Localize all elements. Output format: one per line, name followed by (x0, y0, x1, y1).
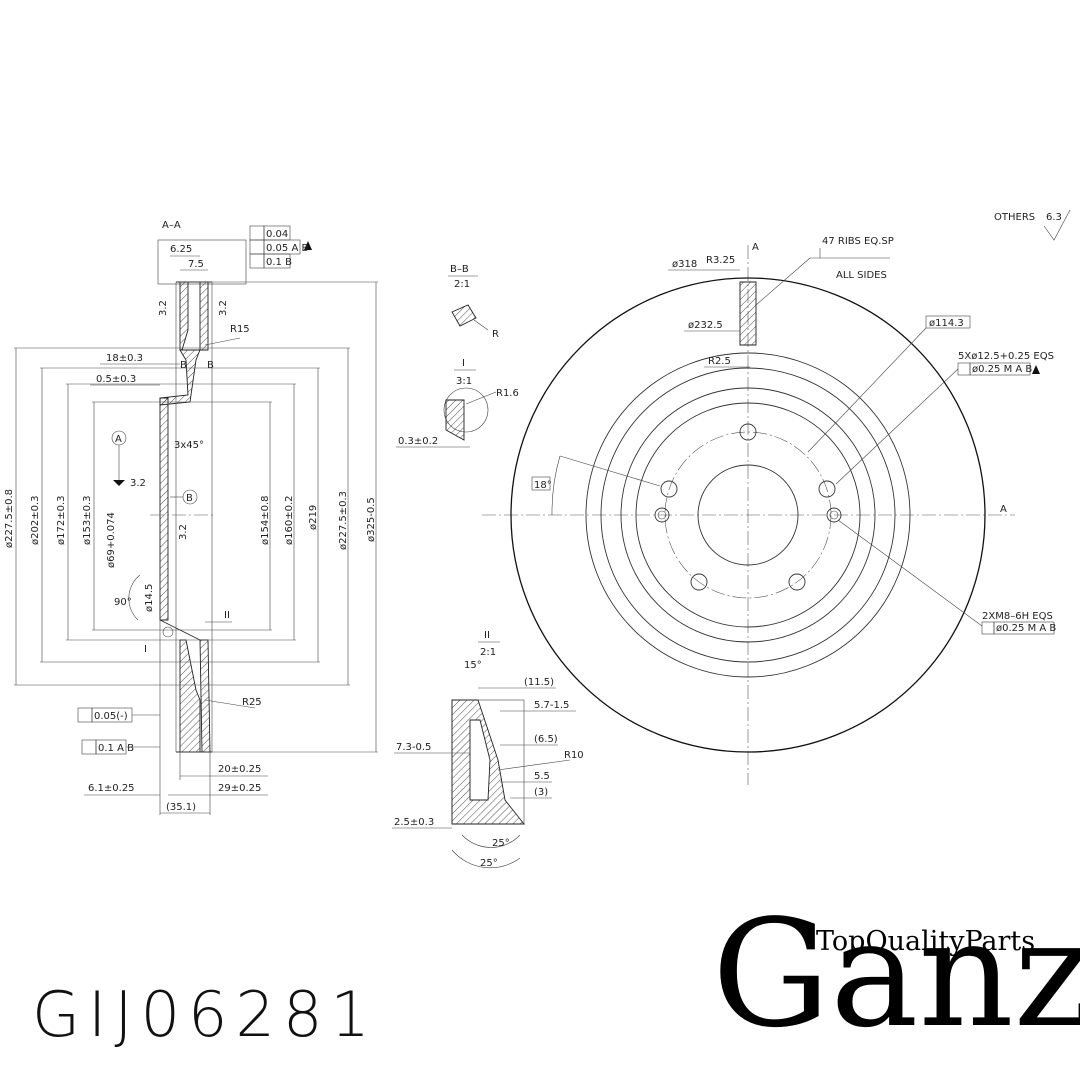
dia-202: ø202±0.3 (30, 496, 41, 546)
section-aa-view: A–A 0.04 0.05 A B 0.1 B 6.25 7.5 (4, 220, 378, 815)
dim-0-5: 0.5±0.3 (96, 374, 136, 385)
dia-160: ø160±0.2 (284, 496, 295, 546)
tol-row1: 0.04 (266, 229, 288, 240)
dim-r15: R15 (230, 324, 250, 335)
dim-20: 20±0.25 (218, 764, 261, 775)
dim-6-25: 6.25 (170, 244, 192, 255)
mark-ii: II (224, 610, 230, 621)
dia-14-5: ø14.5 (144, 584, 155, 612)
ii-r10: R10 (564, 750, 584, 761)
dim-chamfer: 3x45° (174, 440, 204, 451)
dim-35-1: (35.1) (166, 802, 196, 813)
dia-227-5-right: ø227.5±0.3 (338, 491, 349, 550)
i-r16: R1.6 (496, 388, 519, 399)
dia-153: ø153±0.3 (82, 496, 93, 546)
fv-18: 18° (534, 480, 552, 491)
mark-i: I (144, 644, 147, 655)
dim-18: 18±0.3 (106, 353, 143, 364)
brand-tagline: TopQualityParts (816, 926, 1036, 957)
brand-logo: Ganz (712, 888, 1080, 1060)
ii-25a: 25° (492, 838, 510, 849)
ii-scale: 2:1 (480, 647, 496, 658)
detail-i: I 3:1 R1.6 0.3±0.2 (396, 358, 519, 448)
bb-label: B–B (450, 264, 469, 275)
ii-label: II (484, 630, 490, 641)
fv-a-right: A (1000, 504, 1007, 515)
tol-row3: 0.1 B (266, 257, 292, 268)
i-label: I (462, 358, 465, 369)
fv-318: ø318 (672, 259, 697, 270)
lower-tolerance-frames: 0.05(-) 0.1 A B (77, 707, 160, 755)
fv-r25: R2.5 (708, 356, 731, 367)
detail-ii: II 2:1 15° (11.5) 5.7-1.5 7.3-0.5 (6.5) … (392, 630, 584, 869)
ii-6-5: (6.5) (534, 734, 558, 745)
section-aa-label: A–A (162, 220, 181, 231)
ii-25b: 25° (480, 858, 498, 869)
fv-all-sides: ALL SIDES (836, 270, 887, 281)
tol-bottom1: 0.05(-) (94, 711, 128, 722)
dia-172: ø172±0.3 (56, 496, 67, 546)
dim-6-1: 6.1±0.25 (88, 783, 135, 794)
fv-2325: ø232.5 (688, 320, 723, 331)
roughness-mid: 3.2 (130, 478, 146, 489)
dia-325: ø325-0.5 (366, 497, 377, 542)
roughness-right: 3.2 (218, 300, 229, 316)
ii-5-5: 5.5 (534, 771, 550, 782)
dim-r25: R25 (242, 697, 262, 708)
ii-2-5: 2.5±0.3 (394, 817, 434, 828)
dim-7-5: 7.5 (188, 259, 204, 270)
fv-holes5: 5Xø12.5+0.25 EQS (958, 351, 1054, 362)
datum-a-label: A (115, 434, 122, 445)
fv-threads-tol: ø0.25 M A B (996, 623, 1056, 634)
dia-227-5-left: ø227.5±0.8 (4, 489, 15, 548)
fv-a-top: A (752, 242, 759, 253)
ii-3: (3) (534, 787, 548, 798)
fv-threads: 2XM8–6H EQS (982, 611, 1053, 622)
b-mark-2: B (207, 360, 214, 371)
i-d03: 0.3±0.2 (398, 436, 438, 447)
roughness-left: 3.2 (158, 300, 169, 316)
detail-bb: B–B 2:1 R (448, 264, 499, 340)
ii-7-3: 7.3-0.5 (396, 742, 431, 753)
tolerance-frame: 0.04 0.05 A B 0.1 B (249, 225, 312, 269)
dia-69: ø69+0.074 (106, 512, 117, 568)
front-view: ø318 R3.25 47 RIBS EQ.SP ALL SIDES ø232.… (482, 209, 1071, 785)
ii-5-7: 5.7-1.5 (534, 700, 569, 711)
angle-90: 90° (114, 597, 132, 608)
bb-scale: 2:1 (454, 279, 470, 290)
tol-bottom2: 0.1 A B (98, 743, 134, 754)
ii-15: 15° (464, 660, 482, 671)
fv-holes5-tol: ø0.25 M A B (972, 364, 1032, 375)
ii-11-5: (11.5) (524, 677, 554, 688)
surface-others: OTHERS (994, 212, 1035, 223)
part-number: GIJ06281 (32, 978, 378, 1051)
roughness-hub: 3.2 (178, 524, 189, 540)
fv-r325: R3.25 (706, 255, 735, 266)
fv-ribs: 47 RIBS EQ.SP (822, 236, 894, 247)
datum-b-label: B (186, 493, 193, 504)
b-mark-1: B (180, 360, 187, 371)
dia-154: ø154±0.8 (260, 496, 271, 546)
dim-29: 29±0.25 (218, 783, 261, 794)
surface-value: 6.3 (1046, 212, 1062, 223)
tol-row2: 0.05 A B (266, 243, 308, 254)
dia-219: ø219 (308, 505, 319, 530)
bb-r: R (492, 329, 499, 340)
fv-114-3: ø114.3 (929, 318, 964, 329)
i-scale: 3:1 (456, 376, 472, 387)
